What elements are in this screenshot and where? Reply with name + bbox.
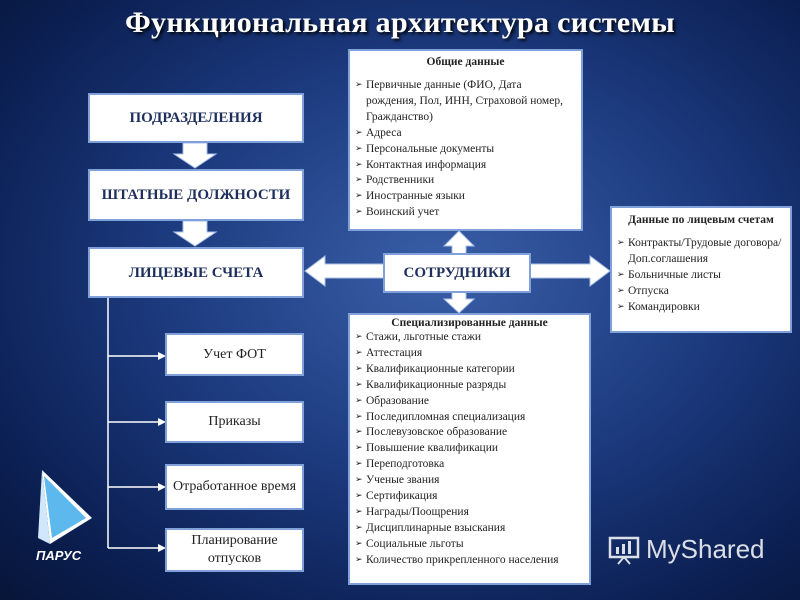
special-list: Стажи, льготные стажиАттестацияКвалифика…	[355, 330, 583, 569]
box-sotrudniki: СОТРУДНИКИ	[383, 253, 531, 293]
accounts-item: Больничные листы	[617, 268, 784, 284]
special-item: Ученые звания	[355, 473, 583, 489]
special-item: Сертификация	[355, 489, 583, 505]
general-item: Родственники	[355, 173, 575, 189]
special-item: Дисциплинарные взыскания	[355, 521, 583, 537]
special-item: Переподготовка	[355, 457, 583, 473]
arrow-shtat-to-lic	[172, 220, 218, 247]
special-item: Образование	[355, 394, 583, 410]
watermark: MyShared	[608, 534, 765, 565]
accounts-item: Командировки	[617, 300, 784, 316]
accounts-list: Контракты/Трудовые договора/Доп.соглашен…	[617, 236, 784, 316]
arrow-sotr-special	[442, 291, 476, 314]
special-item: Квалификационные разряды	[355, 378, 583, 394]
special-item: Повышение квалификации	[355, 441, 583, 457]
panel-general-data: Общие данные Первичные данные (ФИО, Дата…	[348, 49, 583, 231]
special-item: Последипломная специализация	[355, 410, 583, 426]
arrow-lic-sotr	[304, 255, 385, 287]
panel-accounts-heading: Данные по лицевым счетам	[628, 214, 774, 226]
page-title: Функциональная архитектура системы	[124, 6, 676, 39]
special-item: Аттестация	[355, 346, 583, 362]
box-shtatnye-dolzhnosti: ШТАТНЫЕ ДОЛЖНОСТИ	[88, 169, 304, 221]
box-litsevye-scheta: ЛИЦЕВЫЕ СЧЕТА	[88, 247, 304, 298]
accounts-item: Отпуска	[617, 284, 784, 300]
box-prikazy: Приказы	[165, 401, 304, 443]
special-item: Количество прикрепленного населения	[355, 553, 583, 569]
box-uchet-fot: Учет ФОТ	[165, 333, 304, 376]
box-podrazdeleniya: ПОДРАЗДЕЛЕНИЯ	[88, 93, 304, 143]
box-otrabotannoe-vremya: Отработанное время	[165, 464, 304, 510]
panel-special-heading: Специализированные данные	[391, 317, 548, 329]
special-item: Награды/Поощрения	[355, 505, 583, 521]
general-item: Адреса	[355, 126, 575, 142]
special-item: Послевузовское образование	[355, 425, 583, 441]
special-item: Стажи, льготные стажи	[355, 330, 583, 346]
special-item: Социальные льготы	[355, 537, 583, 553]
accounts-item: Контракты/Трудовые договора/Доп.соглашен…	[617, 236, 784, 268]
general-item: Первичные данные (ФИО, Дата рождения, По…	[355, 78, 575, 126]
watermark-text: MyShared	[646, 534, 765, 564]
general-item: Иностранные языки	[355, 189, 575, 205]
panel-accounts-data: Данные по лицевым счетам Контракты/Трудо…	[610, 206, 792, 333]
special-item: Квалификационные категории	[355, 362, 583, 378]
general-list: Первичные данные (ФИО, Дата рождения, По…	[355, 78, 575, 221]
logo-text: ПАРУС	[36, 548, 82, 563]
panel-general-heading: Общие данные	[426, 56, 505, 68]
general-item: Воинский учет	[355, 205, 575, 221]
presentation-icon	[608, 536, 640, 565]
arrow-sotr-accounts	[529, 255, 611, 287]
box-planirovanie-otpuskov: Планирование отпусков	[165, 528, 304, 572]
arrow-sotr-general	[442, 230, 476, 255]
parus-logo: ПАРУС	[36, 470, 92, 563]
general-item: Персональные документы	[355, 142, 575, 158]
arrow-podr-to-shtat	[172, 142, 218, 169]
panel-special-data: Специализированные данные Стажи, льготны…	[348, 313, 591, 585]
general-item: Контактная информация	[355, 158, 575, 174]
